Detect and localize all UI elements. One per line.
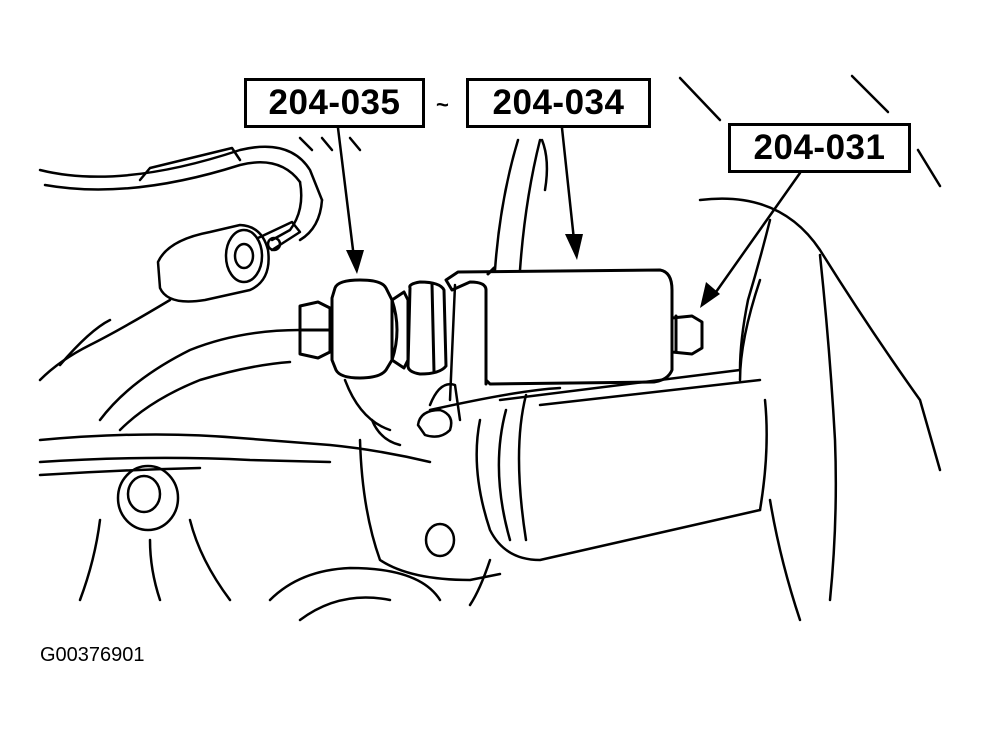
spacer-204-035	[330, 278, 394, 380]
callout-label-1: 204-035	[244, 78, 425, 128]
tool-assembly	[298, 266, 704, 386]
arrow-2-leader	[560, 126, 576, 242]
arrow-1-leader	[336, 126, 356, 260]
callout-label-3: 204-031	[728, 123, 911, 173]
axle-shaft	[475, 278, 768, 562]
body-204-034	[444, 268, 674, 386]
strut-housing	[698, 197, 942, 622]
figure-id: G00376901	[40, 644, 145, 666]
sensor-cable	[38, 145, 324, 382]
background-lines	[298, 74, 942, 188]
sensor-body	[156, 220, 302, 303]
arrow-2-head	[565, 234, 583, 260]
arrow-3-head	[700, 282, 720, 308]
arrow-3-leader	[714, 171, 802, 294]
callout-connector: ~	[436, 92, 449, 117]
left-nut	[298, 300, 332, 360]
callout-label-2: 204-034	[466, 78, 651, 128]
arrow-1-head	[346, 250, 364, 274]
bushing-bolt	[116, 464, 180, 532]
tool-support-lines	[468, 138, 549, 607]
callout-arrows	[336, 126, 802, 294]
knuckle-housing	[343, 283, 562, 582]
nut-204-031	[670, 314, 704, 356]
control-arm	[38, 328, 442, 622]
